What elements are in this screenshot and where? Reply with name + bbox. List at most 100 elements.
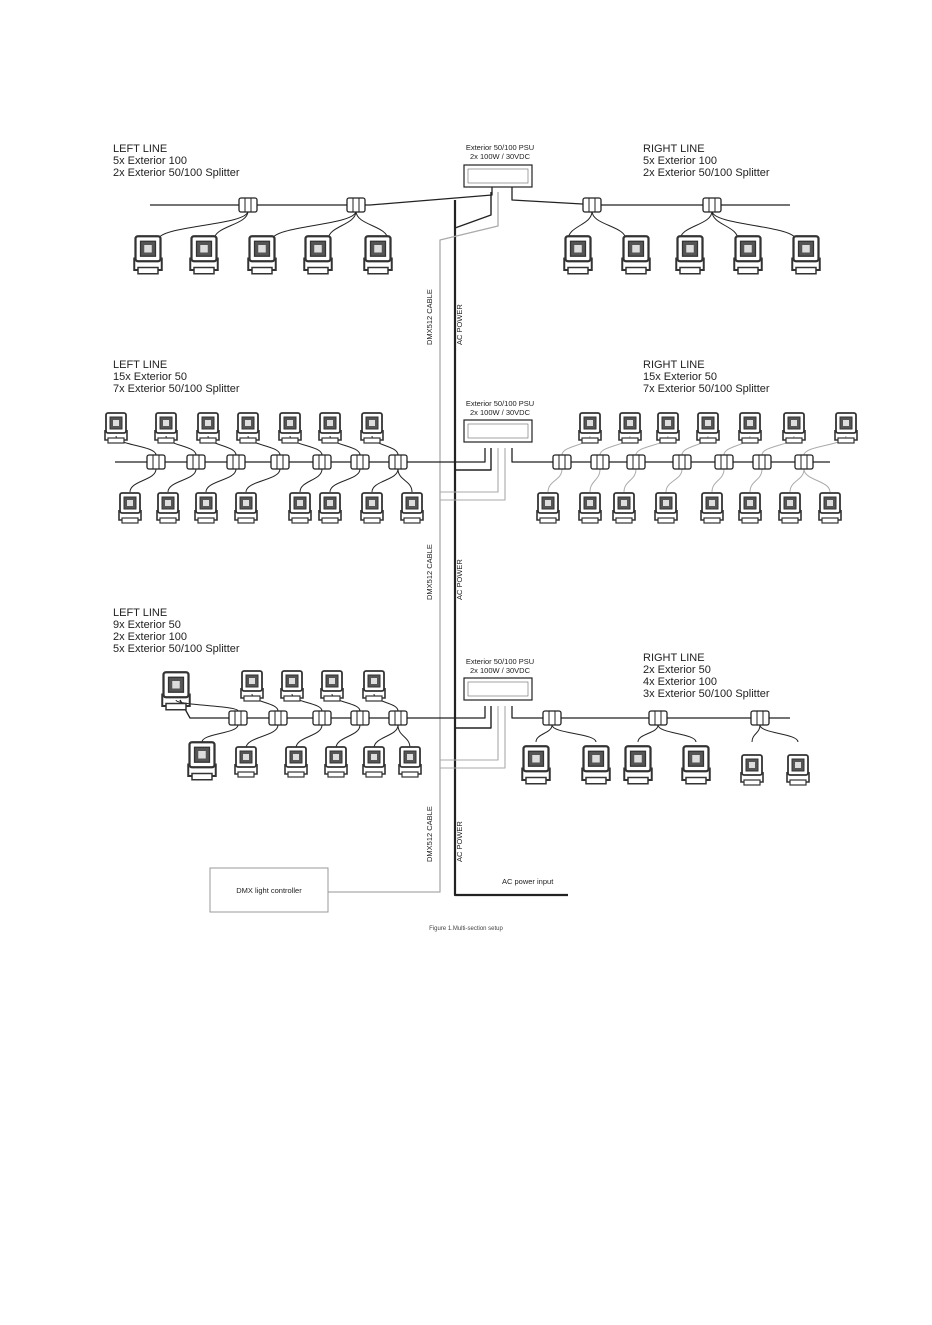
psu3-label-line2: 2x 100W / 30VDC bbox=[470, 666, 531, 675]
device-layer bbox=[104, 197, 858, 786]
group1-right-line2: 5x Exterior 100 bbox=[643, 155, 717, 167]
group1-right-bus bbox=[511, 187, 790, 206]
group3-right-title: RIGHT LINE bbox=[643, 652, 705, 664]
group2-left-title: LEFT LINE bbox=[113, 359, 167, 371]
group3-left-splitter-2 bbox=[268, 710, 288, 726]
group3-left-top-fixture-5 bbox=[362, 670, 386, 702]
group2-left-splitter-3 bbox=[226, 454, 246, 470]
group2-left-splitter-7 bbox=[388, 454, 408, 470]
group1-right-title: RIGHT LINE bbox=[643, 143, 705, 155]
group2-left-bottom-fixture-8 bbox=[400, 492, 424, 524]
ac-power-trunk bbox=[453, 200, 568, 897]
psu-unit-3: Exterior 50/100 PSU 2x 100W / 30VDC bbox=[463, 657, 534, 701]
group2-right-splitter-4 bbox=[672, 454, 692, 470]
group1-left-title: LEFT LINE bbox=[113, 143, 167, 155]
group2-left-bottom-fixture-5 bbox=[288, 492, 312, 524]
ac-power-label-3: AC POWER bbox=[455, 821, 464, 862]
dmx-cable-label-2: DMX512 CABLE bbox=[425, 544, 434, 600]
group2-right-bottom-fixture-8 bbox=[818, 492, 842, 524]
group3-right-fixture-1 bbox=[521, 745, 551, 785]
dmx-cable-label-1: DMX512 CABLE bbox=[425, 289, 434, 345]
group3-left-bottom-fixture-2 bbox=[234, 746, 258, 778]
figure-caption: Figure 1.Multi-section setup bbox=[429, 926, 503, 932]
group1-right-splitter-1 bbox=[582, 197, 602, 213]
group1-right-fixture-3 bbox=[675, 235, 705, 275]
group3-right-splitter-3 bbox=[750, 710, 770, 726]
group2-left-top-fixture-1 bbox=[104, 412, 128, 444]
group3-right-fixture-5 bbox=[740, 754, 764, 786]
group3-left-bottom-fixture-5 bbox=[362, 746, 386, 778]
group2-left-top-fixture-2 bbox=[154, 412, 178, 444]
group1-right-line3: 2x Exterior 50/100 Splitter bbox=[643, 167, 770, 179]
group3-right-splitter-1 bbox=[542, 710, 562, 726]
group3-left-title: LEFT LINE bbox=[113, 607, 167, 619]
group3-right-fixture-6 bbox=[786, 754, 810, 786]
group2-left-splitter-6 bbox=[350, 454, 370, 470]
psu-unit-1: Exterior 50/100 PSU 2x 100W / 30VDC bbox=[463, 143, 534, 188]
group2-right-bottom-fixture-2 bbox=[578, 492, 602, 524]
group2-left-splitter-5 bbox=[312, 454, 332, 470]
group2-left-line3: 7x Exterior 50/100 Splitter bbox=[113, 383, 240, 395]
group2-right-bottom-fixture-3 bbox=[612, 492, 636, 524]
psu3-label-line1: Exterior 50/100 PSU bbox=[466, 657, 534, 666]
group2-right-splitter-5 bbox=[714, 454, 734, 470]
group3-left-top-fixture-4 bbox=[320, 670, 344, 702]
group1-right-fixture-5 bbox=[791, 235, 821, 275]
group1-left-fixture-2 bbox=[189, 235, 219, 275]
psu1-label-line2: 2x 100W / 30VDC bbox=[470, 152, 531, 161]
group1-left-fixture-3 bbox=[247, 235, 277, 275]
group3-left-splitter-5 bbox=[388, 710, 408, 726]
dmx-link-psu2a bbox=[440, 448, 499, 493]
group2-right-top-fixture-6 bbox=[782, 412, 806, 444]
ac-link-psu1 bbox=[454, 192, 492, 229]
group3-left-bottom-fixture-6 bbox=[398, 746, 422, 778]
group2-right-splitter-6 bbox=[752, 454, 772, 470]
group2-left-bottom-fixture-6 bbox=[318, 492, 342, 524]
group2-right-splitter-3 bbox=[626, 454, 646, 470]
group2-right-splitter-7 bbox=[794, 454, 814, 470]
group1-right-fixture-2 bbox=[621, 235, 651, 275]
group1-right-fixture-4 bbox=[733, 235, 763, 275]
group2-right-line3: 7x Exterior 50/100 Splitter bbox=[643, 383, 770, 395]
group3-right-fixture-3 bbox=[623, 745, 653, 785]
ac-link-psu2 bbox=[455, 448, 492, 471]
group3-left-line4: 5x Exterior 50/100 Splitter bbox=[113, 643, 240, 655]
group2-left-splitter-2 bbox=[186, 454, 206, 470]
group3-right-splitter-2 bbox=[648, 710, 668, 726]
dmx-link-psu2b bbox=[440, 448, 506, 501]
group2-left-bottom-fixture-3 bbox=[194, 492, 218, 524]
group2-right-bottom-fixture-4 bbox=[654, 492, 678, 524]
group3-right-line4: 3x Exterior 50/100 Splitter bbox=[643, 688, 770, 700]
group2-right-bottom-fixture-6 bbox=[738, 492, 762, 524]
group2-right-title: RIGHT LINE bbox=[643, 359, 705, 371]
group2-right-splitter-2 bbox=[590, 454, 610, 470]
group2-left-bottom-fixture-7 bbox=[360, 492, 384, 524]
group3-right-line3: 4x Exterior 100 bbox=[643, 676, 717, 688]
group2-left-bottom-fixture-4 bbox=[234, 492, 258, 524]
psu-unit-2: Exterior 50/100 PSU 2x 100W / 30VDC bbox=[463, 399, 534, 443]
group2-left-bottom-fixture-2 bbox=[156, 492, 180, 524]
group2-left-top-fixture-5 bbox=[278, 412, 302, 444]
group2-right-splitter-1 bbox=[552, 454, 572, 470]
group2-right-top-fixture-5 bbox=[738, 412, 762, 444]
group3-right-fixture-4 bbox=[681, 745, 711, 785]
group1-left-bus bbox=[150, 187, 493, 206]
ac-power-label-1: AC POWER bbox=[455, 304, 464, 345]
group2-right-top-fixture-7 bbox=[834, 412, 858, 444]
psu2-label-line1: Exterior 50/100 PSU bbox=[466, 399, 534, 408]
group2-left-top-fixture-4 bbox=[236, 412, 260, 444]
group3-left-splitter-4 bbox=[350, 710, 370, 726]
dmx-trunk bbox=[328, 192, 499, 893]
dmx-controller: DMX light controller bbox=[209, 867, 329, 913]
group2-right-bottom-fixture-7 bbox=[778, 492, 802, 524]
group2-left-splitter-4 bbox=[270, 454, 290, 470]
cable-layer bbox=[115, 187, 847, 897]
group3-left-top-fixture-3 bbox=[280, 670, 304, 702]
group2-left-bottom-fixture-1 bbox=[118, 492, 142, 524]
group2-left-bus bbox=[115, 448, 486, 463]
group1-left-fixture-4 bbox=[303, 235, 333, 275]
group2-left-splitter-1 bbox=[146, 454, 166, 470]
group3-left-top-fixture-2 bbox=[240, 670, 264, 702]
group3-left-bottom-fixture-4 bbox=[324, 746, 348, 778]
group2-left-top-fixture-6 bbox=[318, 412, 342, 444]
